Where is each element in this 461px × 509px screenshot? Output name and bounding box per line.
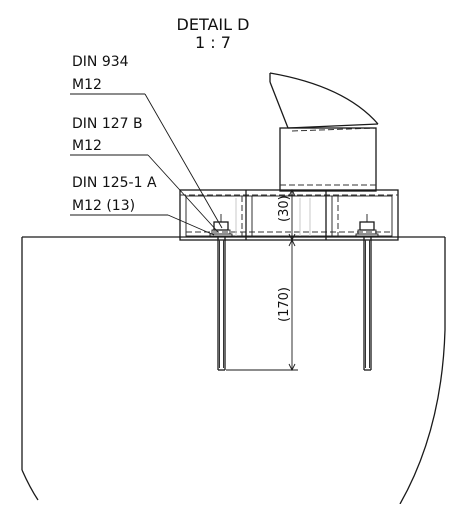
callout-din-125-1-a-size: M12 (13)	[72, 198, 135, 214]
callout-din-125-1-a: DIN 125-1 A M12 (13)	[70, 175, 215, 236]
detail-title: DETAIL D	[177, 15, 250, 34]
upper-housing	[279, 127, 377, 192]
callout-din-934-standard: DIN 934	[72, 54, 129, 70]
callout-din-934-size: M12	[72, 77, 102, 93]
dimension-170-label: (170)	[277, 287, 292, 322]
dimension-30-label: (30)	[277, 195, 292, 222]
foundation-block	[21, 236, 446, 505]
detail-scale: 1 : 7	[195, 33, 231, 52]
callout-din-127-b-standard: DIN 127 B	[72, 116, 143, 132]
right-anchor-bolt	[355, 214, 379, 371]
callout-din-125-1-a-standard: DIN 125-1 A	[72, 175, 157, 191]
callout-din-127-b-size: M12	[72, 138, 102, 154]
hopper-cover	[269, 72, 379, 132]
left-anchor-bolt	[209, 214, 233, 371]
callout-din-934: DIN 934 M12	[70, 54, 223, 229]
callout-din-127-b: DIN 127 B M12	[70, 116, 219, 233]
dimension-170: (170)	[226, 238, 298, 372]
